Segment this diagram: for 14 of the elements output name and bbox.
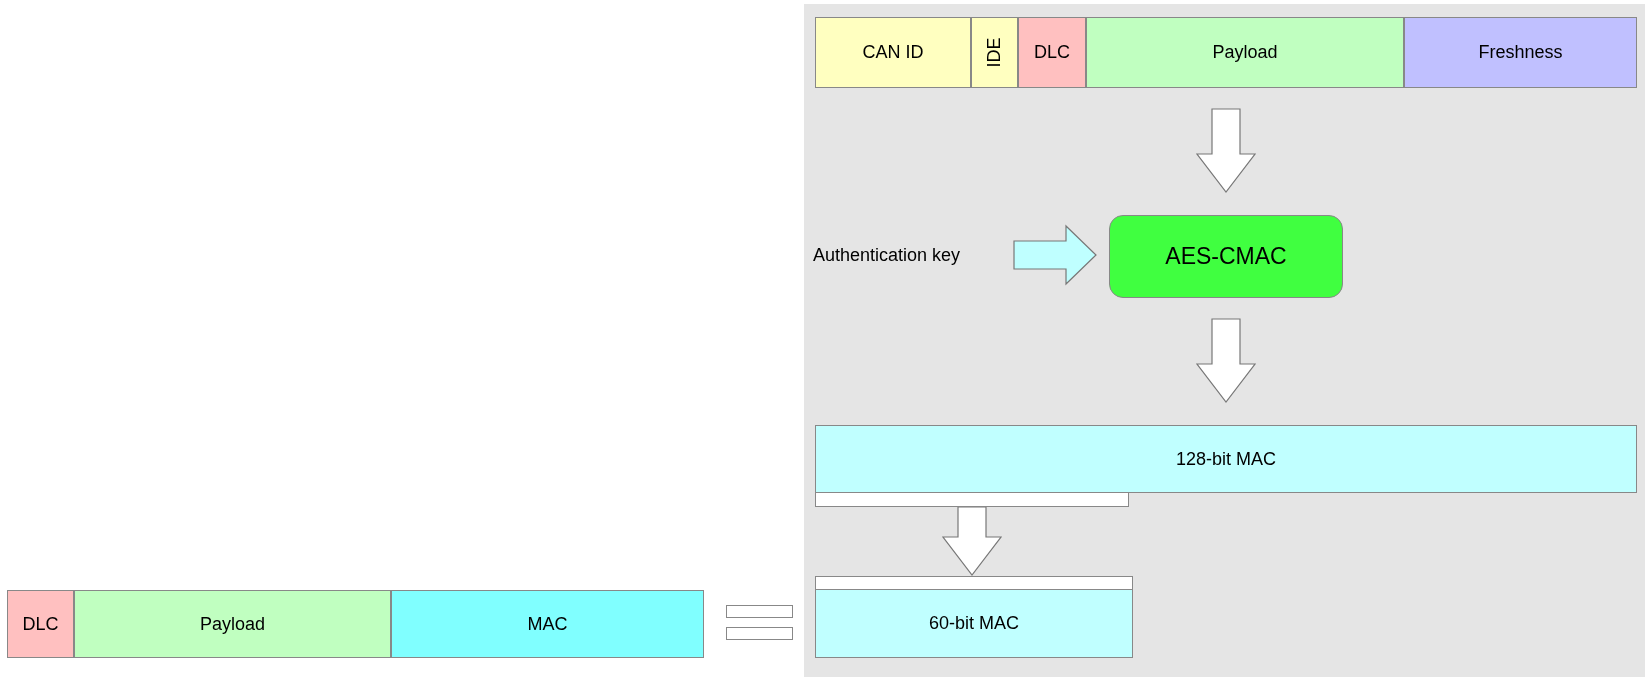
input-label: Authentication key: [813, 240, 1008, 270]
field-box: DLC: [1018, 17, 1086, 88]
field-box: IDE: [971, 17, 1018, 88]
field-box: Freshness: [1404, 17, 1637, 88]
field-box: Payload: [74, 590, 391, 658]
block-arrow: [941, 506, 1003, 576]
field-box: MAC: [391, 590, 704, 658]
field-box: Payload: [1086, 17, 1404, 88]
block-arrow: [1195, 108, 1257, 193]
process-box: AES-CMAC: [1109, 215, 1343, 298]
block-arrow: [1195, 318, 1257, 403]
field-box: CAN ID: [815, 17, 971, 88]
block-arrow: [1013, 224, 1097, 286]
field-box: DLC: [7, 590, 74, 658]
